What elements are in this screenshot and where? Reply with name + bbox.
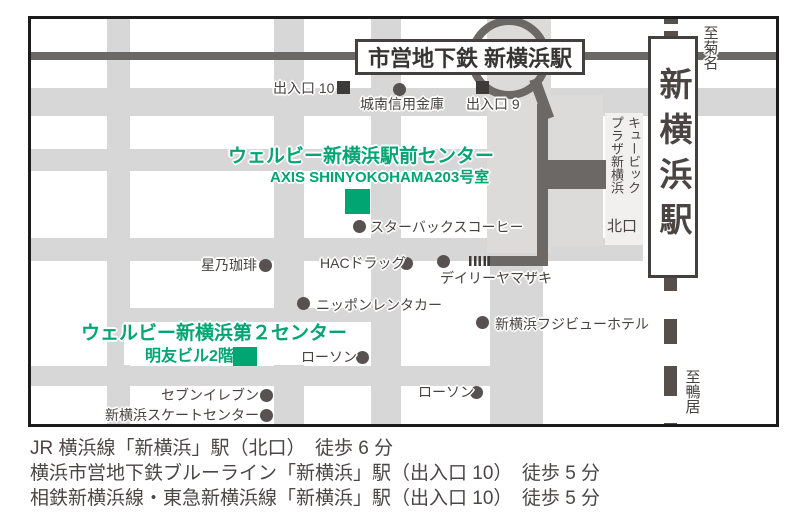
poi-dot-icon	[476, 316, 489, 329]
poi-dot-icon	[297, 297, 310, 310]
center2-name: ウェルビー新横浜第２センター	[81, 323, 348, 344]
north-exit-connector	[548, 160, 606, 189]
center1-building: AXIS SHINYOKOHAMA203号室	[270, 169, 490, 186]
poi-dot-icon	[259, 259, 272, 272]
walk-route-horizontal	[487, 256, 548, 266]
poi-dot-icon	[437, 255, 450, 268]
center1-name: ウェルビー新横浜駅前センター	[228, 146, 495, 167]
poi-dot-icon	[400, 257, 413, 270]
map-canvas: 市営地下鉄 新横浜駅 新横浜駅 至菊名 至鴨居 キュービック プラザ新横浜 北口…	[28, 16, 779, 427]
poi-label-fujiview-hotel: 新横浜フジビューホテル	[495, 316, 649, 332]
poi-label-jonan-shinkin: 城南信用金庫	[360, 96, 444, 112]
poi-label-hac-drug: HACドラッグ	[320, 255, 406, 271]
jr-station-box: 新横浜駅	[648, 36, 698, 278]
poi-label-skate-center: 新横浜スケートセンター	[105, 407, 259, 423]
track-dash	[664, 24, 678, 31]
access-line-subway: 横浜市営地下鉄ブルーライン「新横浜」駅（出入口 10） 徒歩 5 分	[30, 463, 601, 484]
cubic-plaza-building	[605, 113, 643, 245]
track-dash	[664, 396, 677, 423]
to-kamoi-label: 至鴨居	[683, 369, 701, 414]
poi-label-seven-eleven: セブンイレブン	[161, 387, 259, 403]
cubic-plaza-label: キュービック プラザ新横浜	[609, 116, 641, 194]
exit-9-marker-icon	[476, 81, 489, 94]
poi-label-nippon-rentacar: ニッポンレンタカー	[316, 297, 442, 313]
stairs-icon	[469, 256, 490, 266]
jr-track-south	[664, 278, 677, 424]
poi-dot-icon	[470, 386, 483, 399]
exit-10-label: 出入口 10	[273, 80, 335, 96]
track-dash	[664, 344, 677, 366]
exit-10-marker-icon	[337, 81, 350, 94]
center2-label-patch	[124, 322, 321, 365]
access-line-jr: JR 横浜線「新横浜」駅（北口） 徒歩 6 分	[30, 438, 394, 459]
poi-dot-icon	[356, 351, 369, 364]
poi-label-starbucks: スターバックスコーヒー	[370, 219, 524, 235]
center2-marker-icon	[233, 347, 257, 366]
poi-dot-icon	[353, 220, 366, 233]
poi-dot-icon	[393, 83, 406, 96]
subway-station-label-box: 市営地下鉄 新横浜駅	[355, 39, 585, 75]
exit-9-label: 出入口 9	[466, 96, 520, 112]
jr-track-north	[664, 19, 678, 36]
poi-label-daily-yamazaki: デイリーヤマザキ	[440, 270, 552, 286]
poi-label-hoshino-coffee: 星乃珈琲	[201, 257, 257, 273]
poi-label-lawson-1: ローソン	[301, 349, 357, 365]
north-exit-label: 北口	[607, 218, 638, 235]
poi-dot-icon	[260, 409, 273, 422]
poi-dot-icon	[260, 389, 273, 402]
center1-marker-icon	[345, 189, 370, 214]
to-kikuna-label: 至菊名	[701, 25, 719, 70]
walk-route-vertical	[537, 104, 548, 266]
access-line-sotetsu-tokyu: 相鉄新横浜線・東急新横浜線「新横浜」駅（出入口 10） 徒歩 5 分	[30, 488, 601, 509]
subway-station-label: 市営地下鉄 新横浜駅	[367, 46, 573, 71]
road-vertical-4	[490, 238, 543, 424]
access-info: JR 横浜線「新横浜」駅（北口） 徒歩 6 分 横浜市営地下鉄ブルーライン「新横…	[30, 436, 600, 511]
road-horizontal-4	[110, 308, 401, 322]
track-dash	[664, 291, 677, 319]
center2-building: 明友ビル2階	[145, 348, 234, 365]
jr-station-name: 新横浜駅	[655, 67, 692, 247]
poi-label-lawson-2: ローソン	[418, 384, 474, 400]
